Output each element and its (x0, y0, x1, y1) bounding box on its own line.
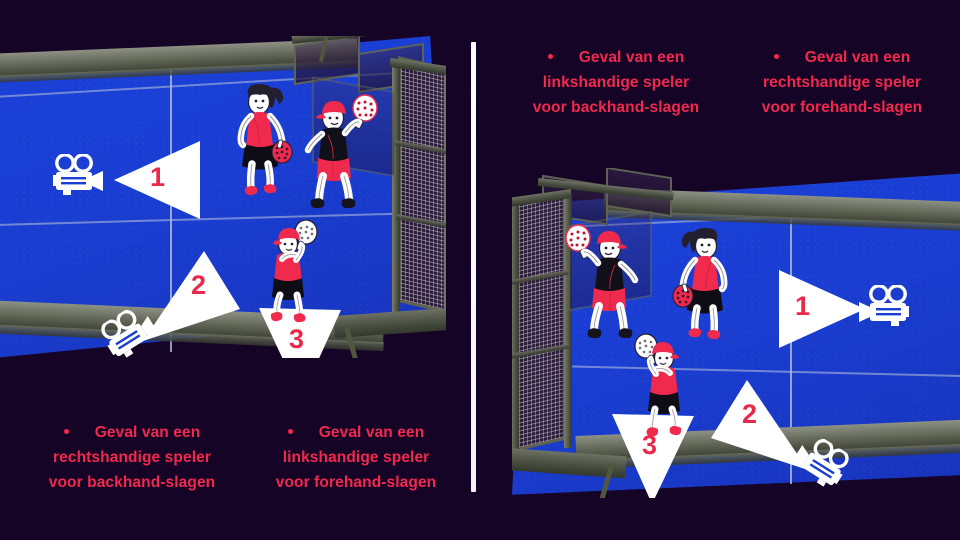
caption-left-2: Geval van een linkshandige speler voor f… (250, 420, 462, 495)
caption-right-2: Geval van een rechtshandige speler voor … (736, 45, 948, 120)
camera-number-1: 1 (795, 291, 811, 321)
camera-cone-3: 3 (610, 414, 696, 498)
caption-line: linkshandige speler (542, 74, 690, 91)
bullet-icon (773, 53, 779, 59)
player-red-shirt-cap (268, 218, 330, 334)
caption-right-1: Geval van een linkshandige speler voor b… (510, 45, 722, 120)
camera-cone-1: 1 (777, 268, 865, 350)
caption-line: linkshandige speler (282, 449, 430, 466)
caption-line: voor forehand-slagen (275, 474, 437, 491)
camera-cone-3: 3 (257, 308, 343, 358)
caption-line: Geval van een (578, 49, 685, 66)
camera-number-2: 2 (742, 399, 758, 429)
court-left: 1 2 (0, 36, 446, 358)
camera-cone-1: 1 (114, 139, 202, 221)
camera-cone-2: 2 (708, 380, 808, 472)
caption-line: rechtshandige speler (53, 449, 211, 466)
caption-line: Geval van een (94, 424, 201, 441)
caption-line: Geval van een (804, 49, 911, 66)
caption-left-1: Geval van een rechtshandige speler voor … (26, 420, 238, 495)
cage-corner-post (444, 70, 446, 322)
player-black-shirt-red-shorts (564, 220, 640, 350)
bullet-icon (287, 428, 293, 434)
camera-number-1: 1 (150, 162, 166, 192)
player-black-shirt-red-shorts (303, 90, 379, 220)
caption-line: voor backhand-slagen (48, 474, 216, 491)
bullet-icon (63, 428, 69, 434)
cage-mesh-wall (398, 55, 446, 315)
caption-line: voor backhand-slagen (532, 99, 700, 116)
caption-line: rechtshandige speler (763, 74, 921, 91)
camera-icon-2[interactable] (786, 430, 853, 495)
court-line-center-vertical (170, 62, 172, 352)
camera-icon-1[interactable] (53, 154, 105, 198)
cage-mesh-wall (512, 189, 566, 453)
player-woman-red-top (672, 226, 738, 351)
camera-cone-2: 2 (143, 251, 243, 343)
caption-line: voor forehand-slagen (761, 99, 923, 116)
court-right: 1 2 (512, 168, 960, 498)
camera-icon-2[interactable] (96, 301, 163, 358)
camera-number-3: 3 (289, 324, 305, 354)
camera-icon-1[interactable] (857, 285, 909, 329)
camera-number-3: 3 (642, 430, 658, 460)
player-woman-red-top (227, 82, 293, 207)
camera-number-2: 2 (191, 270, 207, 300)
bullet-icon (547, 53, 553, 59)
player-red-shirt-cap (622, 332, 684, 448)
vertical-white-divider (471, 42, 476, 492)
caption-line: Geval van een (318, 424, 425, 441)
cage-corner-post (512, 204, 519, 456)
